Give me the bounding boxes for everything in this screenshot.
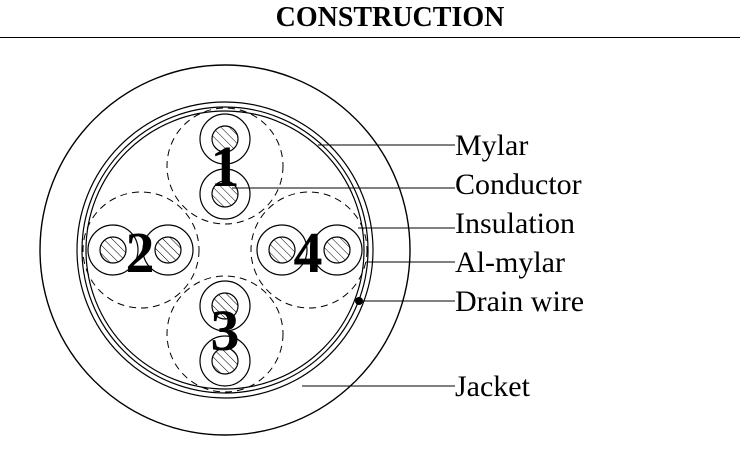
conductor-1b — [211, 180, 239, 208]
conductor-1a — [211, 125, 239, 153]
pair-number-2: 2 — [126, 220, 155, 285]
pair-1-binder — [166, 107, 284, 225]
pair-number-4: 4 — [294, 220, 323, 285]
label-insulation: Insulation — [455, 207, 575, 240]
drain-wire — [355, 297, 363, 305]
label-drain-wire: Drain wire — [455, 285, 584, 318]
pair-binders — [82, 107, 368, 393]
pair-number-1: 1 — [211, 134, 240, 199]
conductor-2a — [99, 236, 127, 264]
conductor-4b — [323, 236, 351, 264]
label-al-mylar: Al-mylar — [455, 246, 565, 279]
insulated-conductors — [87, 113, 363, 387]
diagram-title: CONSTRUCTION — [275, 2, 505, 33]
label-jacket: Jacket — [455, 370, 531, 403]
pair-2-binder — [82, 191, 200, 309]
jacket-outer-circle — [39, 64, 411, 436]
al-mylar-ring-inner — [85, 110, 365, 390]
label-conductor: Conductor — [455, 168, 582, 201]
label-mylar: Mylar — [455, 129, 528, 162]
conductor-3a — [211, 292, 239, 320]
pair-number-3: 3 — [211, 298, 240, 363]
mylar-ring — [76, 101, 374, 399]
pair-3-binder — [166, 275, 284, 393]
conductor-3b — [211, 347, 239, 375]
pair-4-binder — [250, 191, 368, 309]
leader-lines — [232, 144, 455, 387]
conductor-4a — [268, 236, 296, 264]
al-mylar-ring-outer — [81, 106, 369, 394]
title-underline — [0, 37, 740, 38]
conductor-2b — [154, 236, 182, 264]
